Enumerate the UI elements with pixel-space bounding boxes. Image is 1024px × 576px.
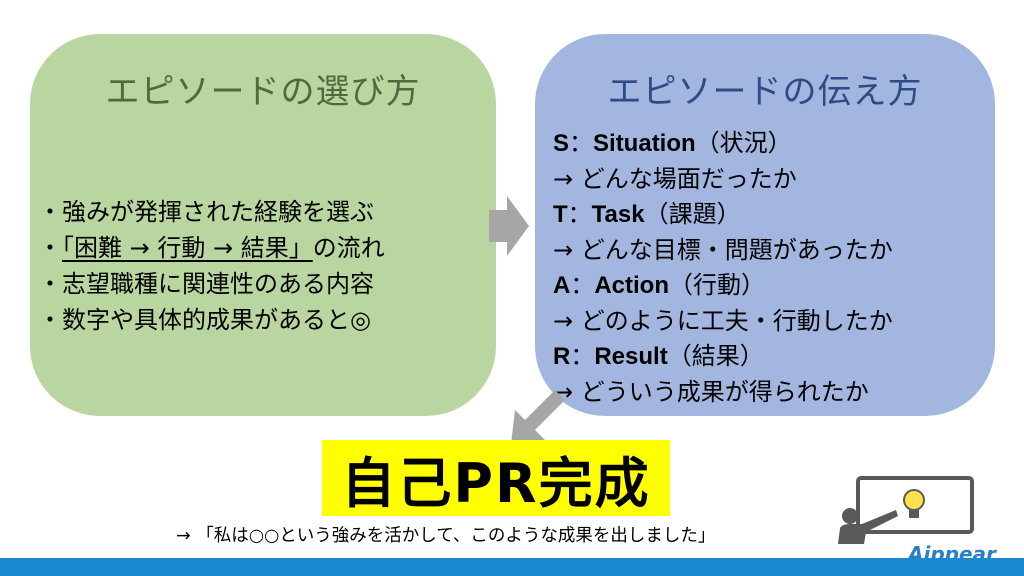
delivery-box: エピソードの伝え方 S：Situation（状況） → どんな場面だったか T：… (535, 34, 995, 416)
selection-list: ・強みが発揮された経験を選ぶ ・「困難 → 行動 → 結果」の流れ ・志望職種に… (38, 194, 385, 338)
presenter-bulb-icon (838, 476, 974, 544)
list-item: ・強みが発揮された経験を選ぶ (38, 198, 374, 226)
list-item: ・志望職種に関連性のある内容 (38, 270, 374, 298)
star-list: S：Situation（状況） → どんな場面だったか T：Task（課題） →… (553, 126, 893, 410)
bullet: ・ (38, 234, 62, 262)
star-desc-s: → どんな場面だったか (553, 164, 797, 193)
star-line-a: A：Action（行動） (553, 271, 766, 299)
flow-phrase: 「困難 → 行動 → 結果」 (62, 234, 313, 262)
list-item: ・数字や具体的成果があると◎ (38, 306, 371, 334)
star-line-r: R：Result（結果） (553, 342, 764, 370)
result-quote: → 「私は○○という強みを活かして、このような成果を出しました」 (176, 526, 716, 546)
star-line-s: S：Situation（状況） (553, 129, 792, 157)
star-desc-r: → どういう成果が得られたか (553, 377, 869, 406)
star-line-t: T：Task（課題） (553, 200, 741, 228)
selection-box: エピソードの選び方 ・強みが発揮された経験を選ぶ ・「困難 → 行動 → 結果」… (30, 34, 496, 416)
star-desc-a: → どのように工夫・行動したか (553, 306, 893, 335)
star-desc-t: → どんな目標・問題があったか (553, 235, 893, 264)
selection-title: エピソードの選び方 (105, 72, 421, 112)
right-arrow-icon (489, 196, 529, 256)
down-arrow-icon (511, 390, 565, 444)
delivery-title: エピソードの伝え方 (607, 72, 923, 112)
flow-suffix: の流れ (312, 234, 385, 262)
bottom-bar (0, 558, 1024, 576)
result-title: 自己PR完成 (322, 440, 670, 516)
list-item: ・「困難 → 行動 → 結果」の流れ (38, 230, 385, 266)
